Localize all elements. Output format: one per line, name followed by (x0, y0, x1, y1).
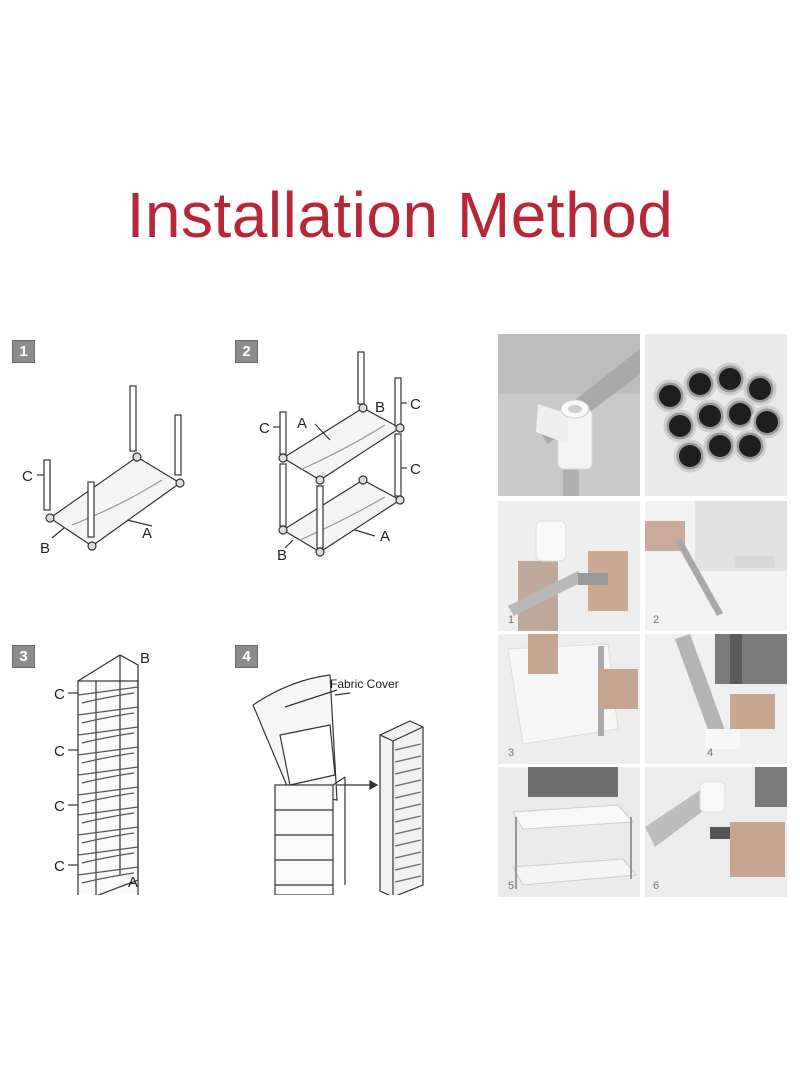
step-2-label-a-top: A (297, 415, 307, 432)
step-3-diagram: 3 B C C C C A (12, 645, 217, 895)
photo-connector-joint (498, 334, 640, 496)
step-4-label-fabric-cover: Fabric Cover (330, 677, 399, 691)
step-2-label-c-left: C (259, 420, 270, 437)
photo-number-3: 3 (508, 747, 514, 759)
step-2-label-b-top: B (375, 399, 385, 416)
photo-step-6: 6 (645, 767, 787, 929)
step-3-label-b: B (140, 650, 150, 667)
step-2-label-c-mid: C (410, 461, 421, 478)
step-3-label-c2: C (54, 743, 65, 760)
step-1-label-b: B (40, 540, 50, 557)
step-2-label-c-top: C (410, 396, 421, 413)
photo-step-4: 4 (645, 634, 787, 796)
photo-tube-bundle (645, 334, 787, 496)
step-4-drawing: Fabric Cover (252, 674, 424, 895)
photo-number-2: 2 (653, 614, 659, 626)
step-2-label-a-bottom: A (380, 528, 390, 545)
photo-step-2: 2 (645, 501, 787, 663)
step-3-label-c4: C (54, 858, 65, 875)
step-1-label-a: A (142, 525, 152, 542)
step-1-diagram: 1 C B A (12, 340, 217, 580)
photo-step-1: 1 (498, 501, 640, 663)
photo-step-3: 3 (498, 634, 640, 796)
step-3-label-a: A (128, 874, 138, 891)
step-1-label-c: C (22, 468, 33, 485)
photo-step-5: 5 (498, 767, 640, 929)
step-2-label-b-bottom: B (277, 547, 287, 564)
photo-number-1: 1 (508, 614, 514, 626)
photo-number-5: 5 (508, 880, 514, 892)
step-3-label-c1: C (54, 686, 65, 703)
step-1-drawing: C B A (22, 385, 185, 557)
step-2-drawing: C A B C C B A (259, 351, 421, 564)
step-1-badge: 1 (12, 340, 35, 363)
step-4-diagram: 4 Fabric Cover (235, 645, 440, 895)
photo-number-4: 4 (707, 747, 713, 759)
step-4-badge: 4 (235, 645, 258, 668)
photo-number-6: 6 (653, 880, 659, 892)
page-title: Installation Method (126, 179, 674, 251)
step-2-diagram: 2 C A B (235, 340, 440, 580)
step-3-badge: 3 (12, 645, 35, 668)
step-3-drawing: B C C C C A (54, 650, 150, 895)
step-3-label-c3: C (54, 798, 65, 815)
step-2-badge: 2 (235, 340, 258, 363)
